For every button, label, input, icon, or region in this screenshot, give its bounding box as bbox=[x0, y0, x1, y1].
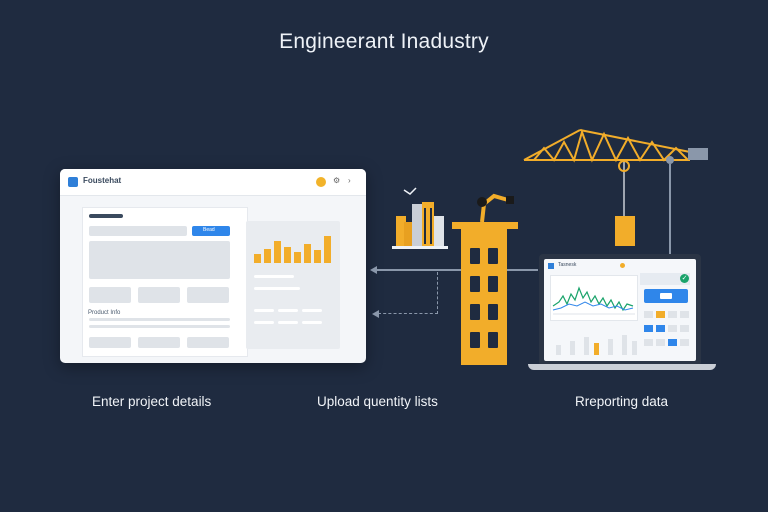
form-input-1[interactable] bbox=[89, 226, 187, 236]
form-input-4[interactable] bbox=[187, 287, 229, 303]
form-section-label: Product Info bbox=[88, 310, 121, 316]
excavator-icon bbox=[452, 193, 518, 229]
check-icon: ✓ bbox=[680, 274, 689, 283]
arrow-dashed-riser bbox=[437, 272, 438, 314]
dashboard-logo-icon bbox=[548, 263, 554, 269]
arrow-solid-head bbox=[370, 266, 377, 274]
reporting-laptop: Tasnesk ✓ bbox=[539, 254, 701, 366]
submit-button[interactable] bbox=[192, 226, 230, 236]
city-buildings-icon bbox=[392, 187, 448, 249]
laptop-base bbox=[528, 364, 716, 370]
form-input-6[interactable] bbox=[138, 337, 180, 348]
dashboard-screen: Tasnesk ✓ bbox=[544, 259, 696, 361]
dashboard-line-chart bbox=[550, 275, 638, 321]
chart-panel bbox=[246, 221, 340, 349]
form-input-2[interactable] bbox=[89, 287, 131, 303]
step-1-caption: Enter project details bbox=[92, 394, 212, 409]
form-input-3[interactable] bbox=[138, 287, 180, 303]
window-app-name: Foustehat bbox=[83, 176, 122, 185]
app-logo-icon bbox=[68, 177, 78, 187]
form-heading bbox=[89, 214, 123, 218]
arrow-dashed bbox=[378, 313, 438, 314]
bar-chart bbox=[254, 233, 334, 263]
form-line-1 bbox=[89, 318, 230, 321]
arrow-dashed-head bbox=[372, 310, 379, 318]
form-input-7[interactable] bbox=[187, 337, 229, 348]
form-line-2 bbox=[89, 325, 230, 328]
form-input-5[interactable] bbox=[89, 337, 131, 348]
stats-card bbox=[640, 273, 690, 285]
highlight-card-badge bbox=[660, 293, 672, 299]
step-2-caption: Upload quentity lists bbox=[317, 394, 438, 409]
construction-illustration bbox=[392, 187, 518, 365]
chevron-right-icon[interactable]: › bbox=[348, 176, 351, 185]
dashboard-app-name: Tasnesk bbox=[558, 262, 577, 268]
dashboard-status-dot bbox=[620, 263, 625, 268]
arrow-solid bbox=[376, 269, 538, 271]
crane-icon bbox=[523, 128, 708, 254]
settings-icon[interactable]: ⚙ bbox=[333, 176, 341, 185]
window-titlebar: Foustehat ⚙ › bbox=[60, 169, 366, 196]
form-textarea[interactable] bbox=[89, 241, 230, 279]
building-icon bbox=[461, 229, 507, 365]
notification-dot-icon bbox=[316, 177, 326, 187]
tile-grid bbox=[644, 311, 690, 351]
diagram-title: Engineerant Inadustry bbox=[279, 30, 489, 53]
project-details-window: Foustehat ⚙ › Bead Product Info bbox=[60, 169, 366, 363]
step-3-caption: Rreporting data bbox=[575, 394, 669, 409]
dashboard-bars bbox=[550, 325, 640, 357]
submit-button-label: Bead bbox=[203, 227, 215, 233]
